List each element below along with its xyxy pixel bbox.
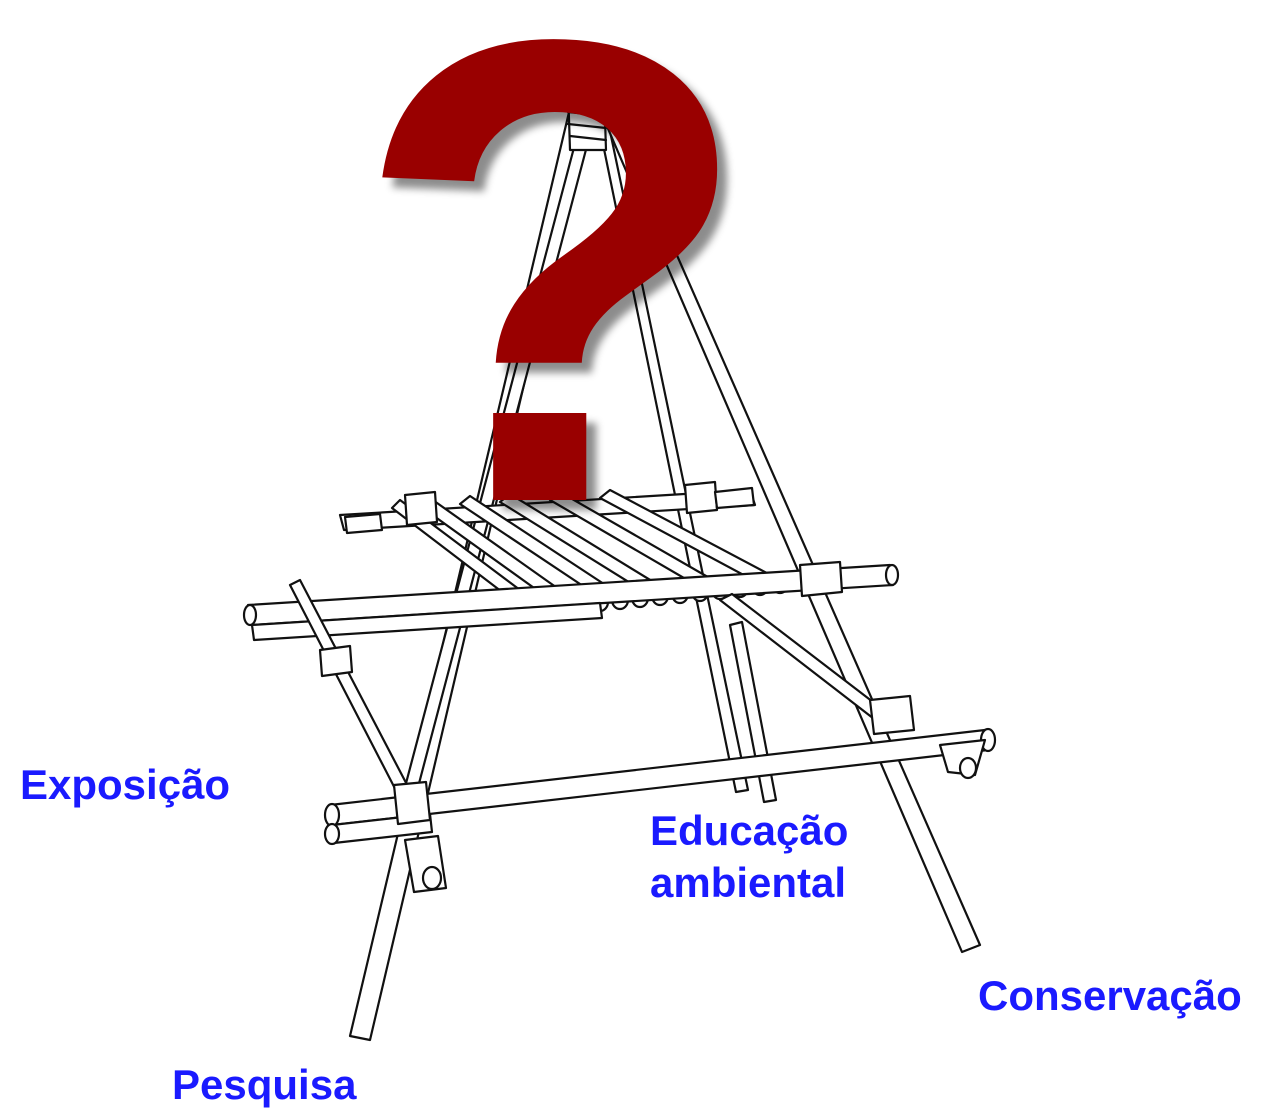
label-conservacao: Conservação [978, 972, 1242, 1019]
label-educacao-line1: Educação [650, 807, 849, 854]
label-educacao-line2: ambiental [650, 859, 847, 906]
joint-lashing [392, 780, 432, 826]
question-mark-icon: ? [352, 0, 756, 640]
label-pesquisa: Pesquisa [172, 1061, 357, 1108]
label-exposicao: Exposição [20, 761, 231, 808]
